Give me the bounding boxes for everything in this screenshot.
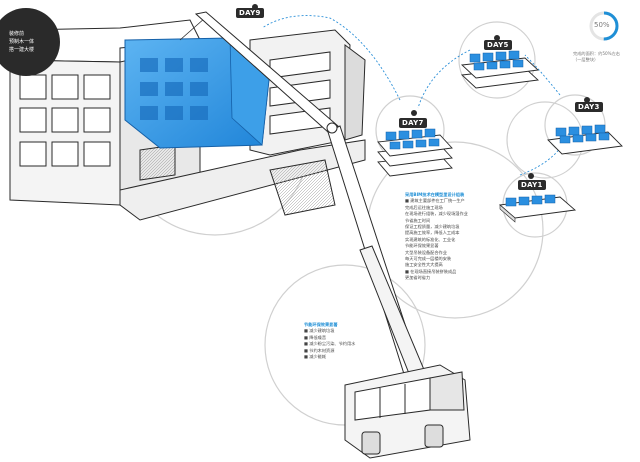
day9-tag: DAY9 [236,8,264,18]
progress-ring [589,11,619,41]
module-stack-day5 [460,50,540,89]
lifted-module [124,17,271,149]
sequence-path [261,15,571,176]
module-stack-day1 [498,194,577,223]
intro-badge [0,8,60,76]
day5-tag: DAY5 [484,40,512,50]
block-a-text: 采用BIM技术在模型里设计组装 ■ 建筑主要部件在工厂统一生产 完成后运往施工现… [405,192,468,281]
module-stack-day3 [547,124,623,155]
block-b-text: 节能环保效果显著 ■ 减少建筑垃圾 ■ 降低噪音 ■ 减少粉尘污染、节约用水 ■… [304,322,356,360]
intro-text: 装修前 预制木一体 搭一建大楼 [9,31,35,53]
progress-label: 50% [594,21,610,29]
day3-tag: DAY3 [575,102,603,112]
day1-tag: DAY1 [518,180,546,190]
progress-note: 完成的面积：约50%左右 （一层整块） [573,51,620,63]
day7-tag: DAY7 [399,118,427,128]
module-stack-day7 [377,128,453,177]
crane [194,11,471,459]
